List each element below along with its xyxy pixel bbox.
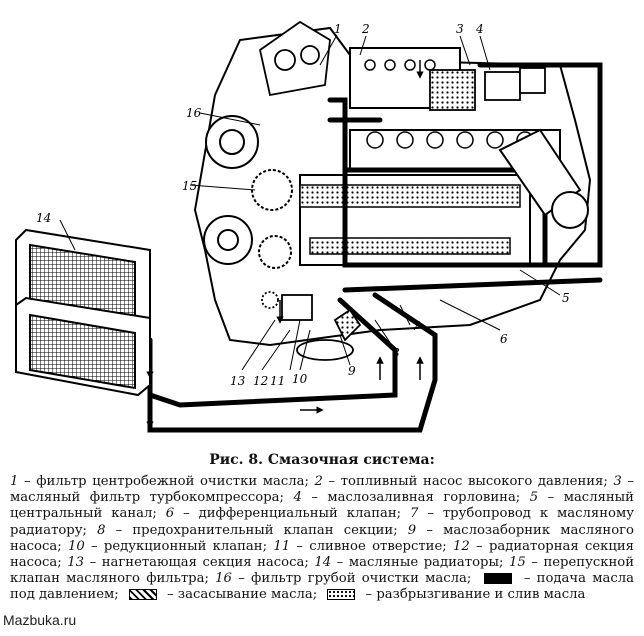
svg-text:13: 13 <box>230 374 246 388</box>
legend-item-5: 5 – масляный центральный канал; <box>10 490 634 522</box>
legend-item-16: 16 – фильтр грубой очистки масла; <box>215 571 472 587</box>
svg-text:8: 8 <box>392 346 400 360</box>
figure-legend: 1 – фильтр центробежной очистки масла; 2… <box>10 474 634 604</box>
turbo-filter <box>429 67 546 111</box>
leader-lines <box>59 34 561 371</box>
svg-text:16: 16 <box>186 106 202 120</box>
spray-swatch-icon <box>327 589 356 601</box>
legend-item-7: 7 – трубопровод к масляному радиатору; <box>10 506 634 538</box>
pressure-swatch-icon <box>483 573 512 585</box>
legend-item-14: 14 – масляные радиаторы; <box>314 555 504 571</box>
svg-text:1: 1 <box>334 22 342 36</box>
svg-text:11: 11 <box>270 374 285 388</box>
svg-text:7: 7 <box>412 319 420 333</box>
svg-text:3: 3 <box>456 22 464 36</box>
svg-text:2: 2 <box>361 22 370 36</box>
legend-suction: – засасывание масла; <box>123 587 317 602</box>
legend-spray: – разбрызгивание и слив масла <box>321 587 585 602</box>
lubrication-system-diagram: 1 2 3 4 5 6 7 8 9 10 11 12 13 14 15 16 <box>15 20 603 433</box>
svg-text:15: 15 <box>182 179 197 193</box>
legend-item-3: 3 – масляный фильтр турбокомпрессора; <box>10 474 635 506</box>
legend-item-2: 2 – топливный насос высокого давления; <box>314 474 608 489</box>
svg-text:6: 6 <box>500 332 508 346</box>
suction-swatch-icon <box>128 589 157 601</box>
svg-text:9: 9 <box>348 364 356 378</box>
crankshaft <box>299 184 521 208</box>
legend-item-10: 10 – редукционный клапан; <box>67 538 268 554</box>
svg-text:5: 5 <box>562 291 570 305</box>
legend-item-13: 13 – нагнетающая секция насоса; <box>67 555 309 571</box>
figure-caption-title: Рис. 8. Смазочная система: <box>209 452 435 468</box>
cylinder-head-bolts <box>364 59 534 149</box>
svg-text:10: 10 <box>292 372 308 386</box>
legend-pressure: – подача масла под давлением; <box>10 571 634 603</box>
site-watermark: Mazbuka.ru <box>3 612 77 628</box>
oil-pump <box>261 291 362 361</box>
legend-item-4: 4 – маслозаливная горловина; <box>293 490 521 506</box>
legend-item-15: 15 – перепускной клапан масляного фильтр… <box>10 555 634 587</box>
svg-text:14: 14 <box>36 211 51 225</box>
legend-item-1: 1 – фильтр центробежной очистки масла; <box>10 474 309 489</box>
piston <box>498 128 589 229</box>
oil-radiators <box>15 228 151 397</box>
legend-item-9: 9 – маслозаборник масляного насоса; <box>10 522 634 554</box>
svg-text:4: 4 <box>475 22 484 36</box>
camshaft <box>309 237 511 255</box>
flow-arrows <box>146 60 424 429</box>
pulleys <box>203 115 293 269</box>
callout-labels: 1 2 3 4 5 6 7 8 9 10 11 12 13 14 15 16 <box>36 22 570 388</box>
legend-item-11: 11 – сливное отверстие; <box>273 538 447 554</box>
legend-item-6: 6 – дифференциальный клапан; <box>165 506 402 522</box>
legend-item-8: 8 – предохранительный клапан секции; <box>97 522 398 538</box>
centrifugal-filter <box>258 20 331 97</box>
legend-item-12: 12 – радиаторная секция насоса; <box>10 538 634 571</box>
svg-text:12: 12 <box>253 374 268 388</box>
